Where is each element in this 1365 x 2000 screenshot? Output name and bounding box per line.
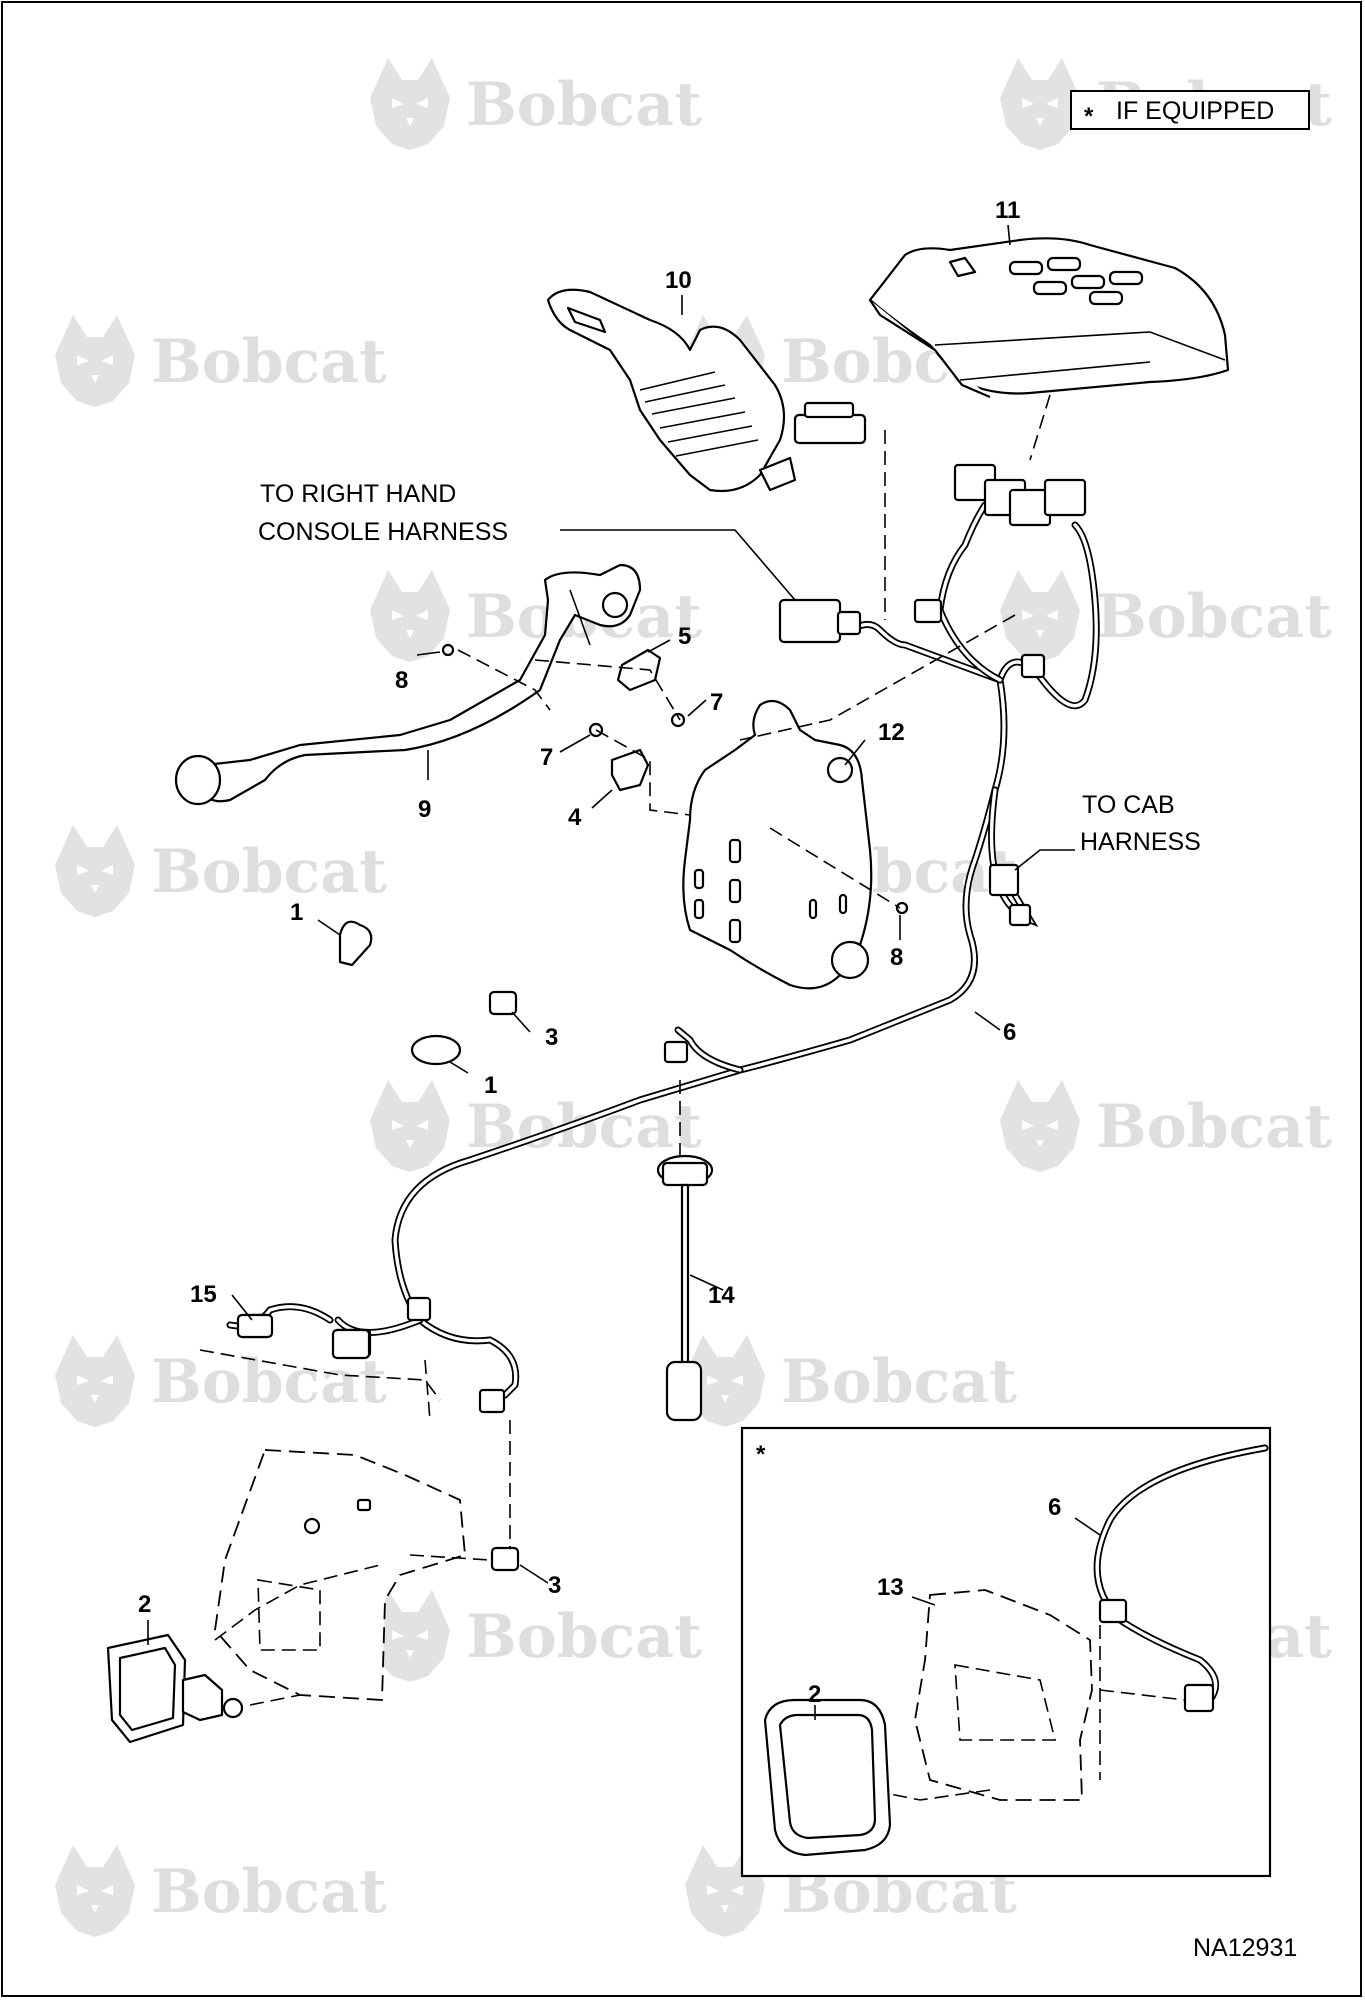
callout-13: 13 (877, 1574, 904, 1601)
screw-part-8b (895, 901, 909, 915)
callout-7b: 7 (540, 744, 553, 771)
callout-12: 12 (878, 719, 905, 746)
watermark: Bobcat (370, 58, 702, 150)
callout-2b: 2 (808, 1681, 821, 1708)
label-right-hand-2: CONSOLE HARNESS (258, 518, 508, 546)
fender-bracket (214, 1449, 466, 1701)
leader-lines (147, 224, 1101, 1720)
tie-strap-part-1a (338, 920, 373, 967)
watermark: Bobcat (370, 1590, 702, 1682)
callout-2a: 2 (138, 1591, 151, 1618)
label-cab-1: TO CAB (1082, 791, 1175, 819)
legend-text: IF EQUIPPED (1116, 97, 1274, 125)
console-cover-part-11 (868, 237, 1230, 399)
callout-11: 11 (995, 197, 1020, 224)
watermark-text: Bobcat (151, 327, 387, 397)
callout-1a: 1 (290, 899, 303, 926)
callout-7a: 7 (710, 689, 723, 716)
watermark-text: Bobcat (151, 1857, 387, 1927)
joystick-part-10 (546, 288, 867, 493)
callout-5: 5 (678, 623, 691, 650)
clip-part-3a (488, 990, 518, 1016)
if-equipped-legend: * IF EQUIPPED (1070, 90, 1310, 130)
inset-asterisk: * (756, 1441, 766, 1468)
callout-6a: 6 (1003, 1019, 1016, 1046)
watermark-text: Bobcat (466, 70, 702, 140)
small-parts (338, 643, 909, 1572)
watermark-text: Bobcat (151, 837, 387, 907)
callout-14: 14 (708, 1282, 735, 1309)
watermark: Bobcat (685, 1335, 1017, 1427)
watermark-text: Bobcat (781, 1347, 1017, 1417)
work-light-part-2 (106, 1633, 244, 1744)
callout-numbers: 11 10 5 8 7 12 7 4 9 1 8 6 3 1 14 15 3 2… (138, 197, 1061, 1708)
callout-10: 10 (665, 267, 692, 294)
callout-3a: 3 (545, 1024, 558, 1051)
screw-part-8a (441, 643, 455, 657)
switch-part-5 (616, 648, 662, 692)
watermark-text: Bobcat (1096, 1092, 1332, 1162)
inset-if-equipped: * (740, 1426, 1272, 1878)
watermark: Bobcat (1000, 570, 1332, 662)
callout-8a: 8 (395, 667, 408, 694)
watermark: Bobcat (55, 315, 387, 407)
watermark-text: Bobcat (1096, 582, 1332, 652)
drawing-number: NA12931 (1193, 1934, 1297, 1962)
callout-8b: 8 (890, 944, 903, 971)
mounting-bracket-part-12 (682, 699, 873, 990)
callout-4: 4 (568, 804, 582, 831)
watermark: Bobcat (55, 1845, 387, 1937)
watermark: Bobcat (1000, 1080, 1332, 1172)
tie-strap-part-1b (410, 1034, 462, 1066)
watermark: Bobcat (370, 570, 702, 662)
callout-1b: 1 (484, 1072, 497, 1099)
legend-asterisk: * (1084, 103, 1094, 130)
sensor-part-14 (656, 1154, 714, 1422)
assembly-dash-lines (199, 394, 1051, 1706)
switch-part-4 (610, 748, 650, 792)
label-right-hand-1: TO RIGHT HAND (260, 480, 456, 508)
jumper-harness-part-15 (236, 1313, 371, 1360)
clip-part-3b (490, 1546, 520, 1572)
nut-part-7a (670, 712, 686, 728)
watermark: Bobcat (55, 825, 387, 917)
label-cab-2: HARNESS (1080, 828, 1201, 856)
callout-6b: 6 (1048, 1494, 1061, 1521)
callout-15: 15 (190, 1281, 217, 1308)
watermark-text: Bobcat (466, 1602, 702, 1672)
harness-labels: TO RIGHT HAND CONSOLE HARNESS TO CAB HAR… (258, 480, 1297, 1962)
callout-3b: 3 (548, 1572, 561, 1599)
callout-9: 9 (418, 796, 431, 823)
lever-part-9 (174, 563, 642, 806)
